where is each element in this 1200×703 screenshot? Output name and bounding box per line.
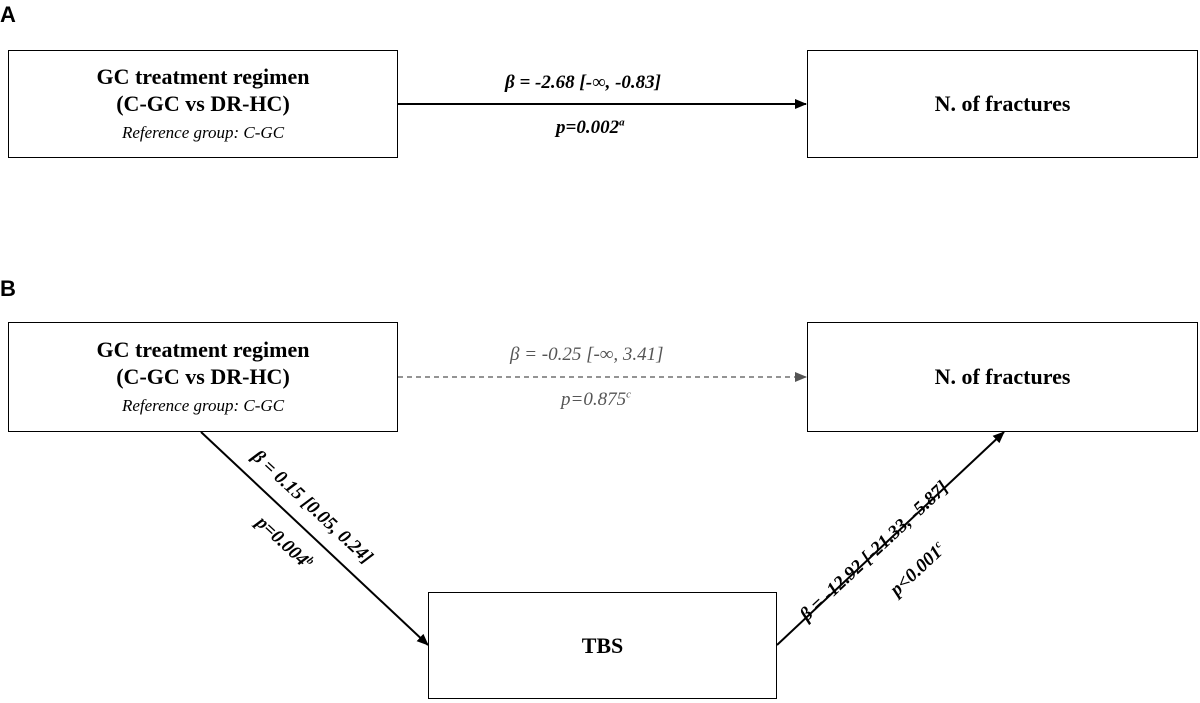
- p-superscript: c: [626, 388, 631, 401]
- reference-group-label: Reference group: C-GC: [121, 396, 285, 415]
- arrow-b-from-mediator: [776, 431, 1005, 646]
- p-superscript: a: [619, 116, 625, 129]
- source-title-line1: GC treatment regimen: [96, 64, 310, 89]
- panel-a-direct-p: p=0.002a: [556, 117, 625, 139]
- panel-a-source-box: GC treatment regimen (C-GC vs DR-HC) Ref…: [8, 50, 398, 158]
- p-value: p=0.002: [556, 117, 620, 138]
- target-title: N. of fractures: [934, 91, 1071, 116]
- p-value: p=0.875: [561, 389, 627, 410]
- panel-a-direct-beta: β = -2.68 [-∞, -0.83]: [505, 72, 661, 93]
- panel-a-target-box: N. of fractures: [807, 50, 1198, 158]
- panel-b-direct-beta: β = -0.25 [-∞, 3.41]: [510, 344, 664, 365]
- mediator-title: TBS: [581, 632, 624, 658]
- source-title-line1: GC treatment regimen: [96, 337, 310, 362]
- source-title-line2: (C-GC vs DR-HC): [116, 364, 290, 389]
- arrow-b-to-mediator: [200, 431, 429, 646]
- panel-b-source-box: GC treatment regimen (C-GC vs DR-HC) Ref…: [8, 322, 398, 432]
- panel-a-letter: A: [0, 2, 16, 27]
- panel-b-letter: B: [0, 276, 16, 301]
- panel-b-target-box: N. of fractures: [807, 322, 1198, 432]
- reference-group-label: Reference group: C-GC: [121, 123, 285, 142]
- target-title: N. of fractures: [934, 364, 1071, 389]
- panel-b-mediator-box: TBS: [428, 592, 777, 699]
- source-title-line2: (C-GC vs DR-HC): [116, 91, 290, 116]
- panel-b-direct-p: p=0.875c: [561, 389, 631, 411]
